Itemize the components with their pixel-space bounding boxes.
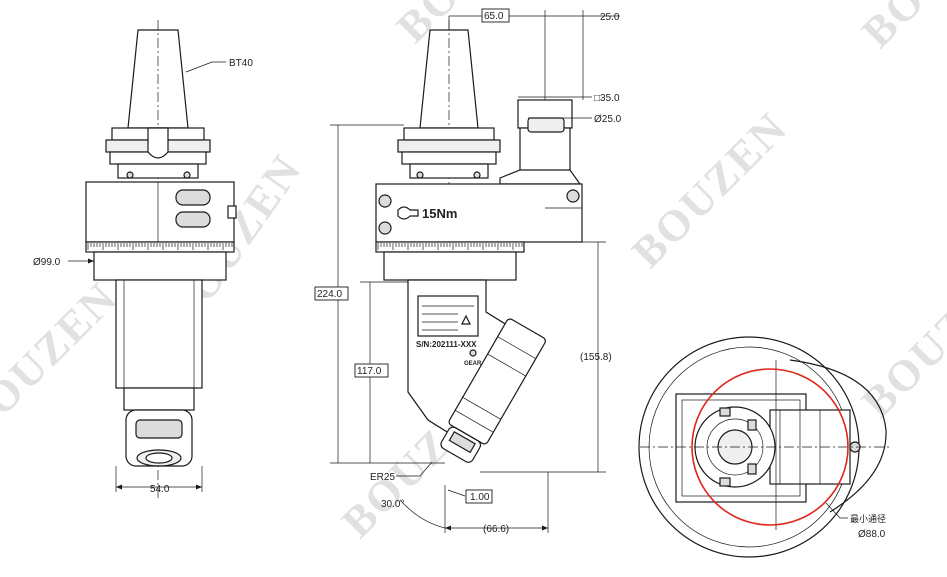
side-view: 15Nm S/N:202111-XXX GEAR OIL <box>314 8 622 535</box>
bolt-icon <box>378 221 392 235</box>
arrowhead <box>88 258 94 264</box>
bottom-view: 最小通径 Ø88.0 <box>638 336 890 558</box>
angled-spindle <box>440 318 546 463</box>
dimension-box <box>354 363 389 378</box>
watermark-text: BOUZEN <box>622 103 797 278</box>
spindle-ring <box>497 336 536 360</box>
collet-label: ER25 <box>370 472 395 483</box>
min-clearance-label: 最小通径 <box>850 513 886 524</box>
label-plate <box>417 295 479 337</box>
tip-offset-label: 1.00 <box>470 492 490 503</box>
main-body <box>85 181 235 243</box>
lower-height-label: 117.0 <box>357 366 382 377</box>
lower-ring <box>383 251 517 281</box>
square-size-label: □35.0 <box>594 93 620 104</box>
torque-label: 15Nm <box>422 206 457 221</box>
stop-arm <box>499 169 582 185</box>
min-clearance-circle <box>691 368 849 526</box>
watermark-text: BOUZEN <box>852 253 947 428</box>
watermark-text: BOUZEN <box>387 0 562 52</box>
flange-ring <box>403 127 495 141</box>
collet-slot <box>747 463 757 475</box>
spindle-ring <box>487 353 526 377</box>
leader-line <box>825 502 848 519</box>
main-body <box>375 183 583 243</box>
dimension-box <box>465 489 493 504</box>
dimension-box <box>481 8 510 23</box>
angle-label: 30.0° <box>381 499 404 510</box>
dimension-line <box>447 489 466 497</box>
collet-slot <box>747 419 757 431</box>
bolt-icon <box>378 194 392 208</box>
overall-height-label: 224.0 <box>317 289 342 300</box>
collet-bore <box>145 452 173 464</box>
screw-icon <box>473 171 481 179</box>
drive-slot <box>147 127 169 159</box>
shaft-diameter-label: Ø25.0 <box>594 114 622 125</box>
lock-slot <box>175 211 211 228</box>
wrench-icon <box>397 206 419 220</box>
stop-block <box>519 127 571 173</box>
flange-ring <box>409 163 489 179</box>
bolt-icon <box>566 189 580 203</box>
warning-icon <box>461 314 471 325</box>
side-pin <box>227 205 237 219</box>
screw-icon <box>126 171 134 179</box>
nose-width-label: 54.0 <box>150 484 170 495</box>
collet-slot <box>719 407 731 417</box>
collet-slot <box>135 419 183 439</box>
stop-block-cap <box>527 117 565 133</box>
nut-hex <box>123 387 195 411</box>
body-diameter-label: Ø99.0 <box>33 257 61 268</box>
spindle-ring <box>462 397 501 420</box>
lock-slot <box>175 189 211 206</box>
leader-line <box>396 461 433 477</box>
taper-label: BT40 <box>229 58 253 69</box>
clearance-diameter-label: Ø88.0 <box>858 529 886 540</box>
dimension-box <box>314 286 349 301</box>
horizontal-offset-label: (66.6) <box>483 524 509 535</box>
stop-arm-outline <box>789 359 887 513</box>
screw-icon <box>183 171 191 179</box>
lower-ring <box>93 251 227 281</box>
leader-line <box>185 61 226 73</box>
scale-ticks <box>87 243 233 250</box>
screw-icon <box>416 171 424 179</box>
flange-ring <box>397 139 501 153</box>
watermark-text: BOUZEN <box>852 0 947 57</box>
angle-arc <box>399 499 446 529</box>
collet-slot <box>448 430 476 454</box>
shank <box>115 279 203 389</box>
top-offset-label: 65.0 <box>484 11 504 22</box>
scale-ticks <box>377 243 523 250</box>
flange-ring <box>117 163 199 179</box>
flange-ring <box>401 151 497 165</box>
spindle-ring <box>455 410 494 433</box>
top-right-offset-label: 25.0 <box>600 12 620 23</box>
side-height-label: (155.8) <box>580 352 612 363</box>
oil-plug-icon <box>469 349 477 357</box>
collet-slot <box>719 477 731 487</box>
front-view: 54.0 Ø99.0 BT40 <box>33 20 253 500</box>
watermark-text: BOUZEN <box>0 273 127 448</box>
oil-label: GEAR OIL <box>464 361 493 367</box>
serial-number: S/N:202111-XXX <box>416 340 477 349</box>
